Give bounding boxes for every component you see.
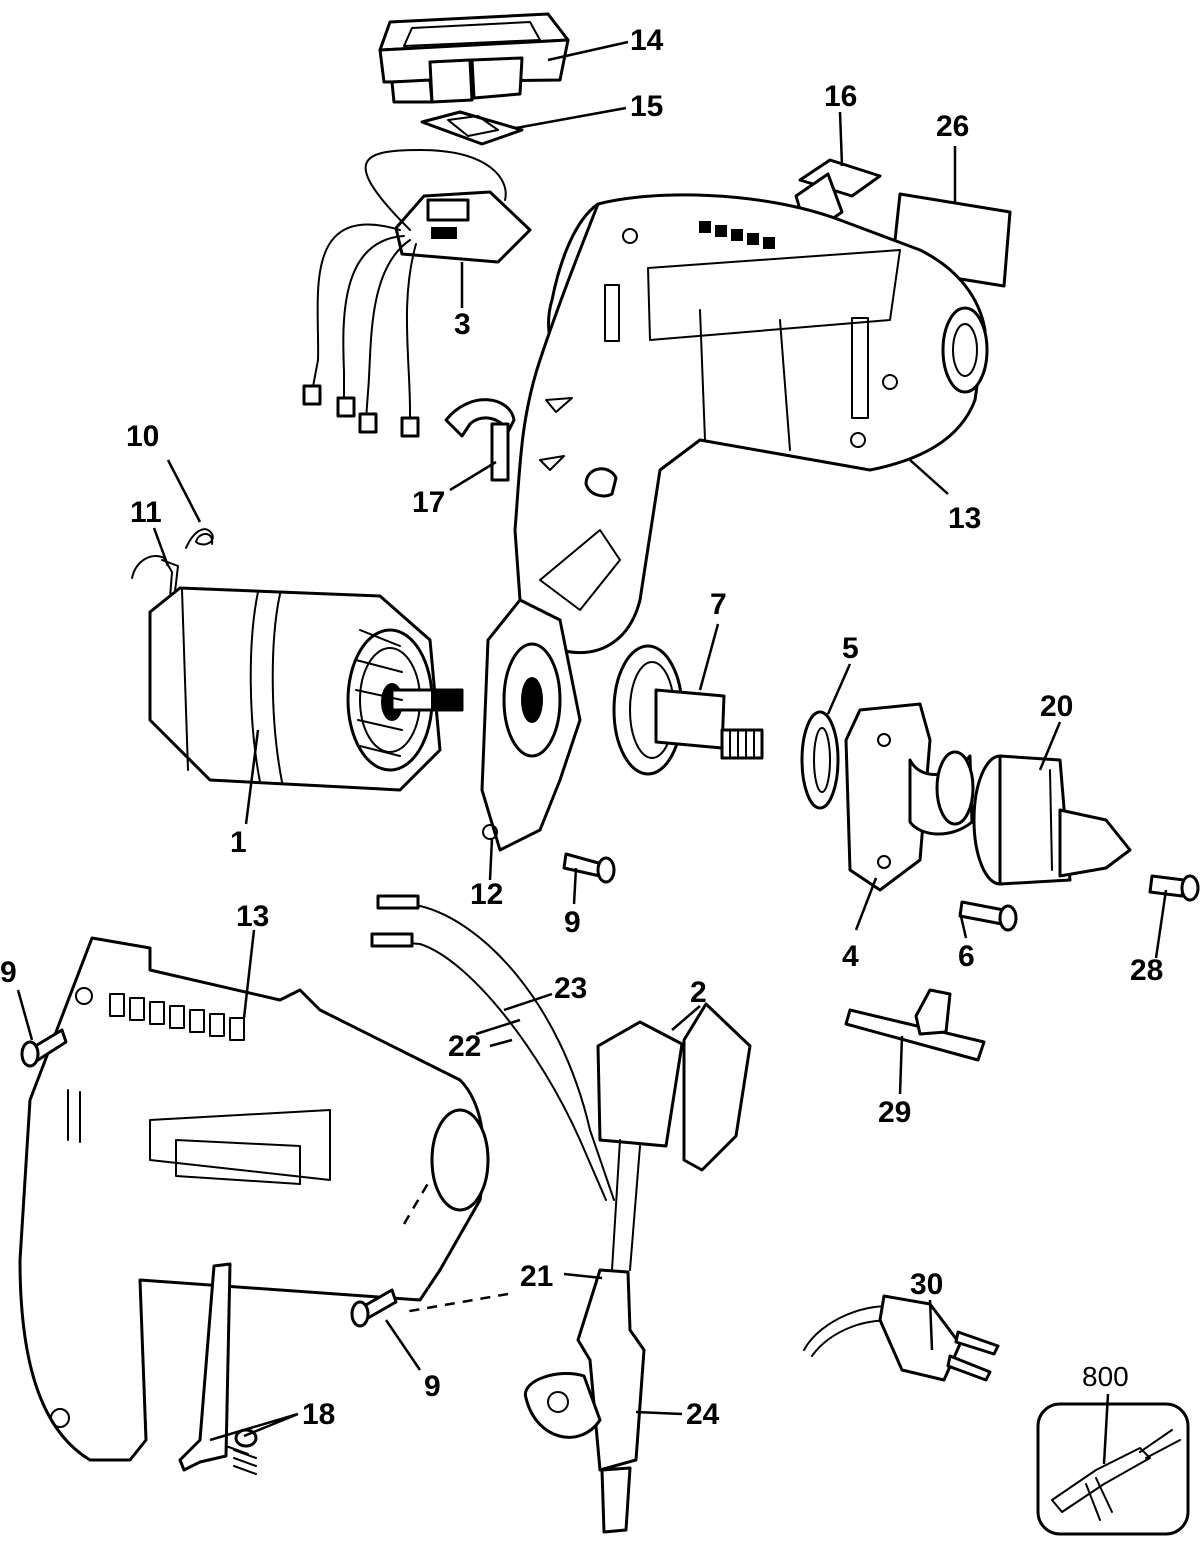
callout-23: 23 [554,972,587,1005]
part-13-housing-lower [18,936,490,1462]
callout-4: 4 [842,940,859,973]
callout-1: 1 [230,826,247,859]
part-20-chuck [972,754,1132,886]
part-4-gear-case [844,702,975,892]
part-13-housing-upper [513,193,989,655]
part-24-cord-protector [524,1268,646,1534]
callout-17: 17 [412,486,445,519]
leader-lines [16,40,1168,1465]
callout-800: 800 [1082,1361,1129,1392]
callout-10: 10 [126,420,159,453]
callout-6: 6 [958,940,975,973]
part-3-switch-assembly [302,149,532,438]
callout-29: 29 [878,1096,911,1129]
part-12-end-bracket [480,598,582,852]
part-2-trigger-switch [596,1002,752,1271]
part-15-switch-plate [420,110,524,146]
callout-20: 20 [1040,690,1073,723]
callout-5: 5 [842,632,859,665]
part-800-inset-kit [1036,1402,1190,1536]
part-17-brush-holder [444,398,516,482]
part-18-lock-lever-and-spring [178,1262,258,1475]
callout-16: 16 [824,80,857,113]
part-29-chuck-key [844,988,986,1062]
part-7-gear-shaft [612,644,764,776]
callout-21: 21 [520,1260,553,1293]
part-30-plug [803,1294,1000,1382]
callout-13-lower: 13 [236,900,269,933]
callout-9-lower: 9 [424,1370,441,1403]
part-28-left-hand-screw [1148,874,1200,902]
part-1-motor-armature [148,586,464,792]
callout-11: 11 [130,496,162,529]
part-9-screw-left [20,1028,68,1068]
callout-13-upper: 13 [948,502,981,535]
callout-28: 28 [1130,954,1163,987]
callout-30: 30 [910,1268,943,1301]
callout-labels: 14 15 16 26 3 10 11 17 13 7 5 20 1 12 9 … [0,24,1163,1431]
part-10-brush-spring [185,528,214,549]
callout-7: 7 [710,588,727,621]
callout-18: 18 [302,1398,335,1431]
part-6-screw [958,900,1018,932]
part-9-screw-center [562,852,616,884]
callout-9-center: 9 [564,906,581,939]
part-cord-clip [584,467,618,498]
callout-12: 12 [470,878,503,911]
callout-9-left: 9 [0,956,17,989]
parts-22-23-lead-wires [370,894,615,1201]
part-9-screw-lower [350,1288,398,1328]
part-14-switch-cover [378,12,570,104]
part-5-washer [800,710,840,810]
callout-26: 26 [936,110,969,143]
callout-22: 22 [448,1030,481,1063]
callout-14: 14 [630,24,664,57]
callout-24: 24 [686,1398,720,1431]
callout-3: 3 [454,308,471,341]
callout-2: 2 [690,976,707,1009]
callout-15: 15 [630,90,663,123]
